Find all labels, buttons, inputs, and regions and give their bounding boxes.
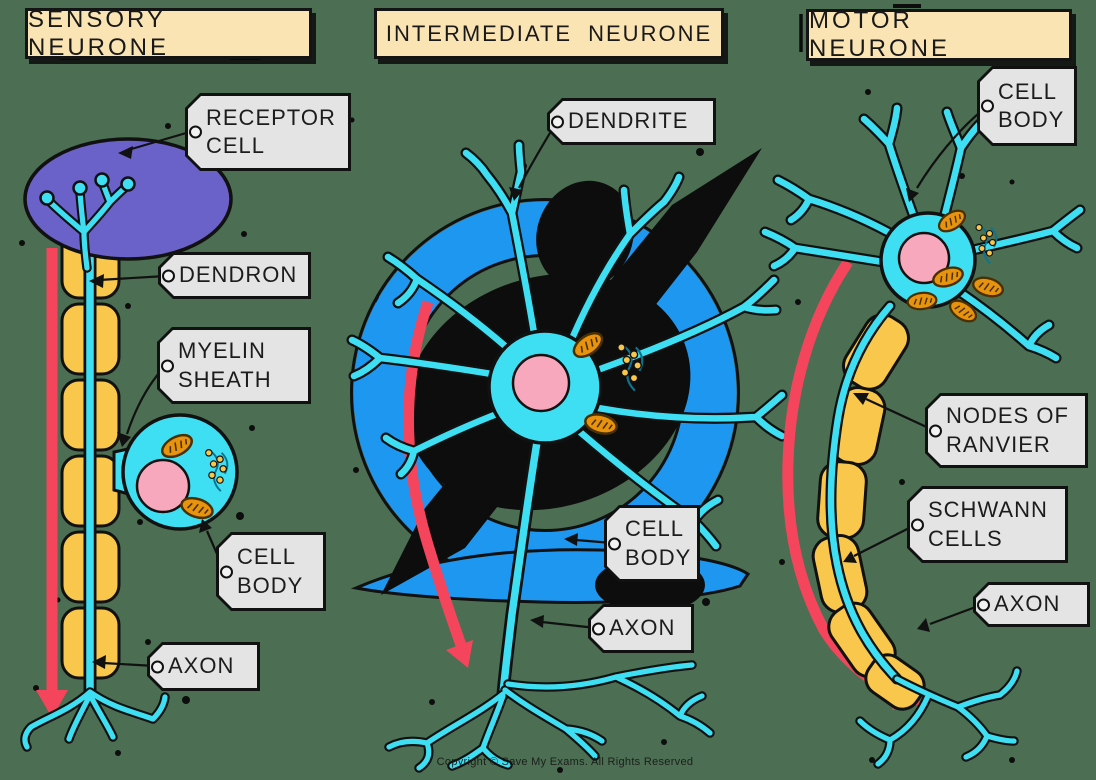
label-schwann-cells: SCHWANN CELLS	[907, 486, 1068, 563]
copyright-notice: Copyright © Save My Exams. All Rights Re…	[436, 756, 694, 768]
tag-hole-icon	[929, 424, 942, 437]
tag-hole-icon	[977, 598, 990, 611]
sensory-neurone-drawing	[25, 129, 239, 747]
label-text: RECEPTOR CELL	[206, 104, 336, 158]
intermediate-cell-body	[487, 327, 644, 445]
nucleus	[511, 353, 571, 413]
label-text: NODES OF RANVIER	[946, 403, 1069, 457]
tag-hole-icon	[911, 518, 924, 531]
label-intermediate-axon: AXON	[588, 604, 694, 653]
motor-cell-body	[879, 205, 1007, 327]
label-text: DENDRITE	[568, 108, 689, 134]
motor-neurone-drawing	[765, 108, 1080, 764]
tag-hole-icon	[189, 125, 202, 139]
label-sensory-axon: AXON	[147, 642, 260, 691]
label-text: CELL BODY	[998, 78, 1065, 132]
tag-hole-icon	[592, 622, 605, 635]
motor-label-connectors	[843, 107, 986, 632]
label-intermediate-cell-body: CELL BODY	[604, 505, 700, 582]
impulse-direction-arrow	[36, 248, 68, 718]
tag-hole-icon	[220, 565, 233, 578]
tag-hole-icon	[162, 269, 175, 282]
mitochondrion-icon	[969, 273, 1007, 301]
label-myelin-sheath: MYELIN SHEATH	[157, 327, 311, 404]
label-text: AXON	[994, 591, 1061, 617]
title-text: SENSORY NEURONE	[28, 5, 170, 61]
label-motor-axon: AXON	[973, 582, 1090, 627]
label-nodes-of-ranvier: NODES OF RANVIER	[925, 393, 1088, 468]
intermediate-neurone-drawing	[352, 122, 783, 768]
label-dendrite: DENDRITE	[547, 98, 716, 145]
label-dendron: DENDRON	[158, 252, 311, 299]
label-motor-cell-body: CELL BODY	[977, 66, 1077, 146]
nucleus	[897, 231, 951, 285]
sensory-cell-body	[112, 413, 239, 531]
label-text: CELL BODY	[625, 516, 692, 570]
label-text: DENDRON	[179, 262, 298, 288]
tag-hole-icon	[608, 537, 621, 550]
label-text: CELL BODY	[237, 544, 304, 598]
tag-hole-icon	[981, 99, 994, 113]
title-text: INTERMEDIATE NEURONE	[385, 20, 713, 46]
tag-hole-icon	[551, 115, 564, 128]
sensory-neurone-title: SENSORY NEURONE	[25, 5, 312, 61]
label-receptor-cell: RECEPTOR CELL	[185, 93, 351, 171]
label-text: AXON	[609, 615, 676, 641]
nucleus	[135, 458, 191, 514]
title-text: MOTOR NEURONE	[809, 7, 951, 62]
intermediate-neurone-title: INTERMEDIATE NEURONE	[374, 8, 724, 59]
label-text: SCHWANN CELLS	[928, 497, 1048, 551]
receptor-ending-knobs	[39, 172, 136, 206]
label-text: AXON	[168, 653, 235, 679]
motor-neurone-title: MOTOR NEURONE	[806, 7, 1072, 62]
label-sensory-cell-body: CELL BODY	[216, 532, 326, 611]
tag-hole-icon	[161, 359, 174, 372]
tag-hole-icon	[151, 660, 164, 673]
label-text: MYELIN SHEATH	[178, 338, 272, 392]
